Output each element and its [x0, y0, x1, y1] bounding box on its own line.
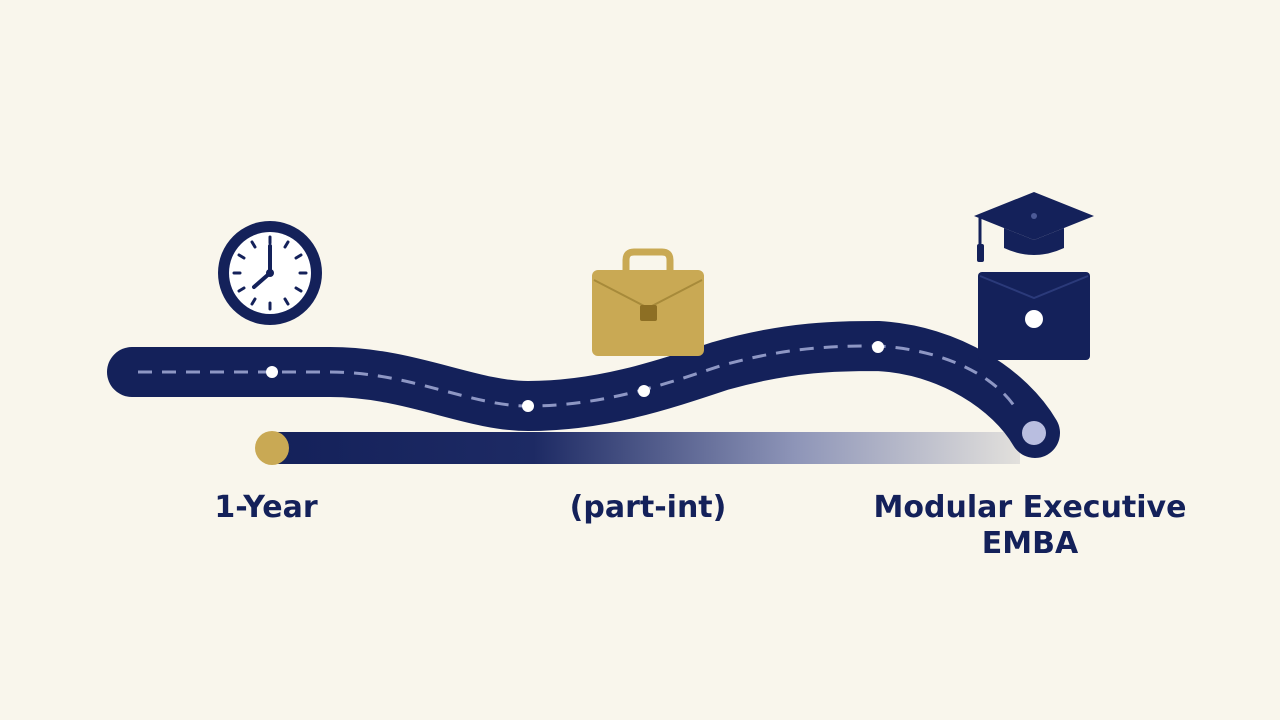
road-dot — [638, 385, 650, 397]
briefcase-icon — [592, 248, 704, 356]
stage-label-1-year: 1-Year — [214, 490, 318, 525]
clock-icon — [218, 221, 322, 325]
road-dot — [522, 400, 534, 412]
road-dot — [266, 366, 278, 378]
progress-track — [255, 431, 1020, 465]
stage-label-modular-emba: Modular Executive EMBA — [873, 490, 1187, 561]
end-marker — [1022, 421, 1046, 445]
graduation-cap-icon — [974, 192, 1094, 360]
road-dot — [872, 341, 884, 353]
stage-label-part-time: (part-int) — [569, 490, 727, 525]
winding-road — [107, 321, 1060, 458]
start-dot — [255, 431, 289, 465]
dashed-center-line — [138, 344, 1020, 413]
